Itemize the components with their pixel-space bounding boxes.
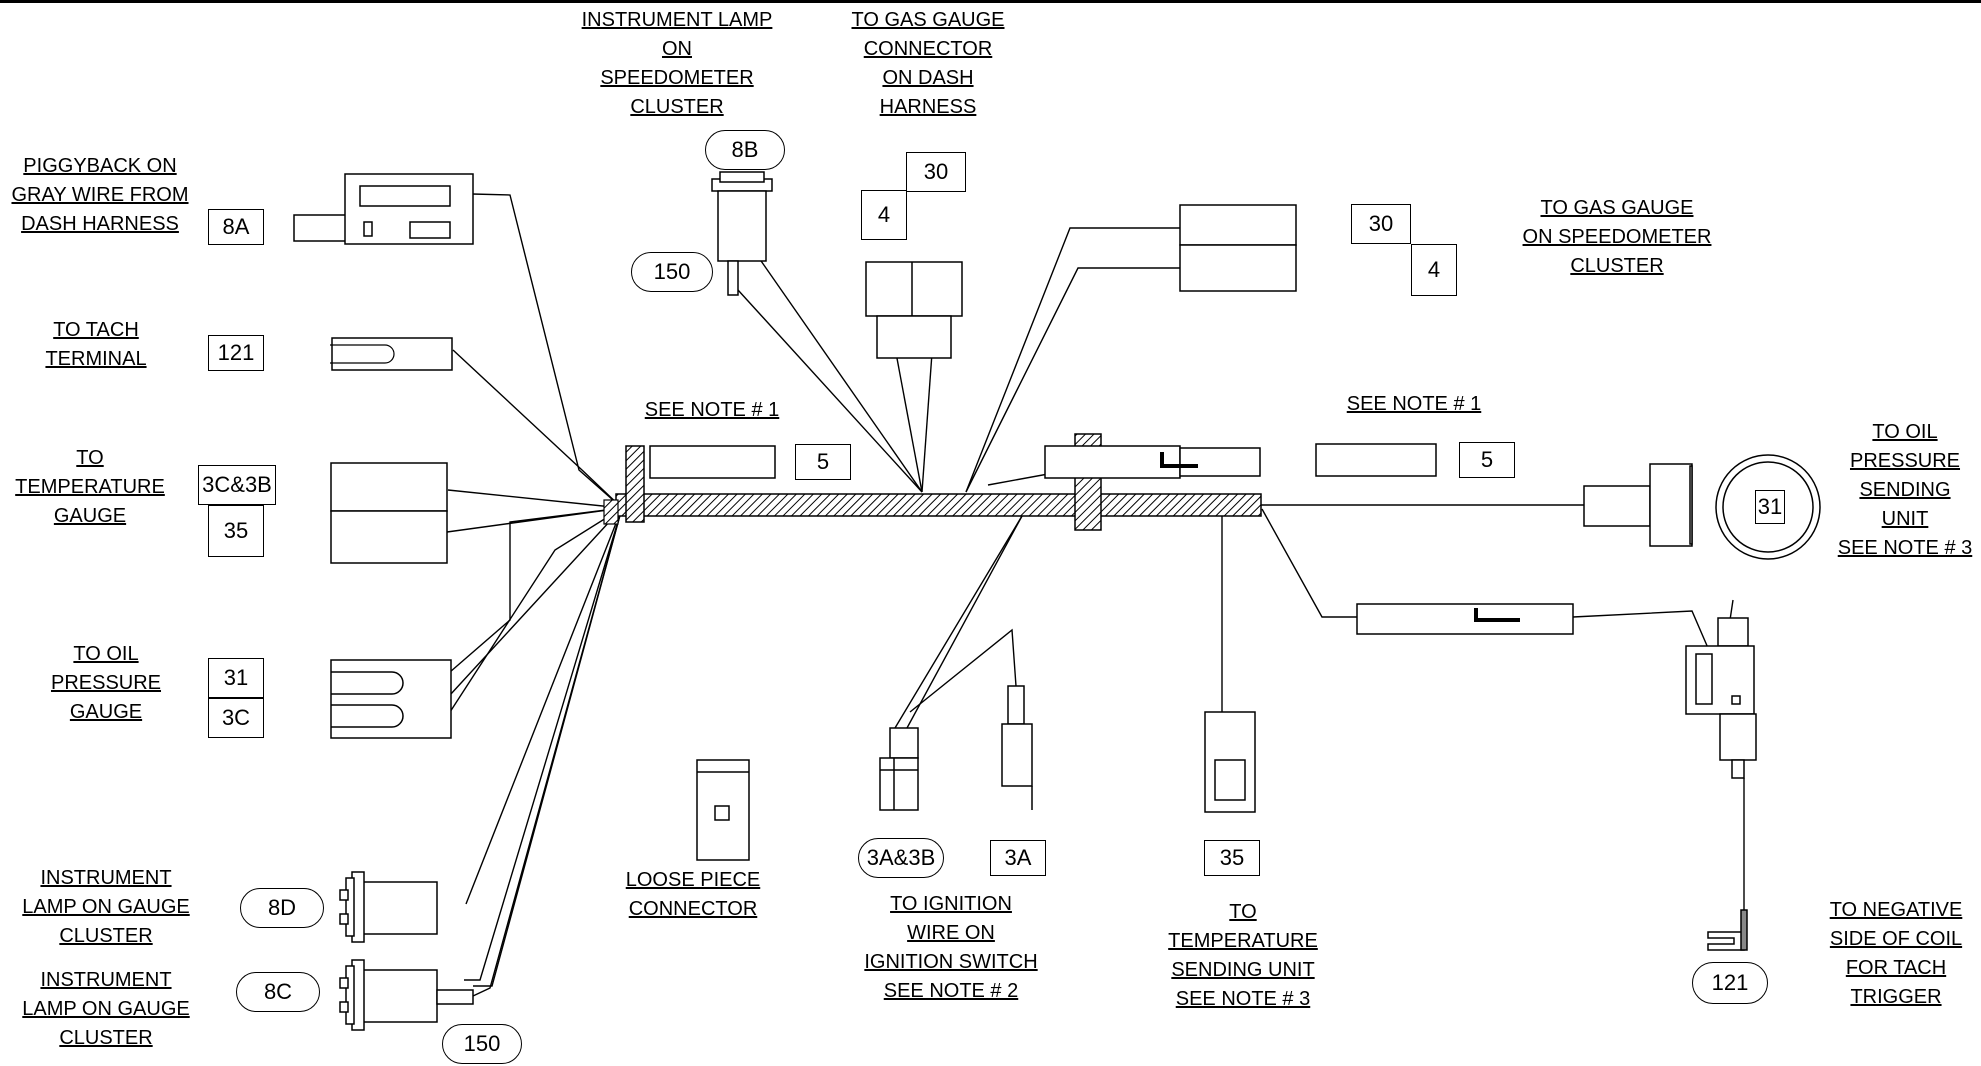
wire-tach — [452, 349, 623, 509]
wire-temp-gauge-1 — [447, 489, 623, 509]
wire-gas-speedo-2 — [965, 267, 1180, 493]
tag-31-right: 31 — [1755, 490, 1785, 524]
wire-speedo-lamp-1 — [758, 257, 923, 493]
wire-lamp-8c-2 — [473, 507, 623, 987]
tag-150-top: 150 — [631, 252, 713, 292]
main-harness — [615, 493, 1262, 517]
tag-5-right: 5 — [1459, 442, 1515, 478]
harness-clip-left — [625, 445, 645, 523]
wire-gas-connector-2 — [921, 352, 933, 493]
lamp-socket-8d — [339, 871, 438, 943]
tag-3a: 3A — [990, 840, 1046, 876]
tag-8a: 8A — [208, 209, 264, 245]
oil-sending-unit — [1583, 454, 1821, 560]
label-gas-gauge-connector: TO GAS GAUGE CONNECTOR ON DASH HARNESS — [851, 9, 1005, 118]
inline-connector-mid — [1044, 445, 1181, 479]
harness-end-left — [603, 499, 619, 525]
tag-5-left: 5 — [795, 444, 851, 480]
speedo-lamp-socket — [711, 171, 773, 296]
tach-terminal — [331, 337, 453, 371]
wire-tach-pigtail — [1729, 599, 1734, 621]
heat-shrink-right — [1315, 443, 1437, 477]
tach-trigger-connector — [1685, 617, 1757, 951]
tag-35-left: 35 — [208, 505, 264, 557]
label-oil-sending-unit: TO OIL PRESSURE SENDING UNIT SEE NOTE # … — [1837, 421, 1973, 559]
label-instrument-lamp-gauge-1: INSTRUMENT LAMP ON GAUGE CLUSTER — [22, 867, 190, 947]
wire-ignition-2 — [906, 515, 1023, 729]
inline-connector-mid-end — [1179, 447, 1261, 477]
tag-8c: 8C — [236, 972, 320, 1012]
label-temperature-gauge: TO TEMPERATURE GAUGE — [15, 447, 165, 527]
wire-ignition-1 — [894, 515, 1023, 729]
wire-ignition-3 — [909, 628, 1017, 713]
wire-piggyback — [471, 193, 623, 509]
tag-30-left: 30 — [906, 152, 966, 192]
wire-lamp-8c-1 — [464, 507, 623, 981]
wire-gas-speedo-1 — [965, 227, 1180, 493]
lamp-socket-8c — [339, 959, 474, 1031]
gas-speedo-connector — [1179, 204, 1297, 292]
tag-30-right: 30 — [1351, 204, 1411, 244]
wire-lamp-8c-3 — [472, 507, 623, 997]
temp-gauge-connector — [330, 462, 448, 564]
gas-gauge-connector — [865, 261, 963, 359]
wire-oil-gauge-2 — [449, 507, 623, 713]
tag-150-bottom: 150 — [442, 1024, 522, 1064]
tag-3a3b: 3A&3B — [858, 838, 944, 878]
label-oil-pressure-gauge: TO OIL PRESSURE GAUGE — [50, 643, 162, 723]
label-instrument-lamp-gauge-2: INSTRUMENT LAMP ON GAUGE CLUSTER — [22, 969, 190, 1049]
tag-3c: 3C — [208, 698, 264, 738]
tag-8b: 8B — [705, 130, 785, 170]
oil-gauge-connector — [330, 659, 452, 739]
heat-shrink-left — [649, 445, 776, 479]
label-temp-sending-unit: TO TEMPERATURE SENDING UNIT SEE NOTE # 3 — [1168, 901, 1318, 1010]
label-ignition-switch: TO IGNITION WIRE ON IGNITION SWITCH SEE … — [864, 893, 1038, 1002]
loose-piece-connector — [696, 759, 750, 861]
ignition-connector — [879, 685, 1033, 811]
temp-sending-connector — [1204, 711, 1256, 813]
tag-35-bottom: 35 — [1204, 840, 1260, 876]
tag-4-left: 4 — [861, 190, 907, 240]
wire-speedo-lamp-2 — [737, 289, 923, 493]
wire-tach-trigger-2 — [1572, 610, 1709, 649]
tach-trigger-tube — [1356, 603, 1574, 635]
label-gas-gauge-speedo: TO GAS GAUGE ON SPEEDOMETER CLUSTER — [1522, 197, 1712, 277]
tag-121-left: 121 — [208, 335, 264, 371]
label-tach-terminal: TO TACH TERMINAL — [45, 319, 147, 370]
wire-temp-gauge-3 — [449, 507, 623, 673]
tag-3c3b: 3C&3B — [198, 465, 276, 505]
label-piggyback: PIGGYBACK ON GRAY WIRE FROM DASH HARNESS — [11, 155, 189, 235]
tag-31-left: 31 — [208, 658, 264, 698]
wire-oil-gauge-1 — [449, 507, 623, 696]
tag-4-right: 4 — [1411, 244, 1457, 296]
piggyback-connector — [293, 173, 474, 245]
label-negative-coil: TO NEGATIVE SIDE OF COIL FOR TACH TRIGGE… — [1829, 899, 1963, 1008]
tag-121-right: 121 — [1692, 962, 1768, 1004]
label-see-note-1-right: SEE NOTE # 1 — [1346, 393, 1482, 415]
wire-tach-trigger — [1261, 508, 1357, 618]
connector-latch-mid — [1160, 452, 1198, 468]
tag-8d: 8D — [240, 888, 324, 928]
label-instrument-lamp-speedo: INSTRUMENT LAMP ON SPEEDOMETER CLUSTER — [581, 9, 773, 118]
label-see-note-1-left: SEE NOTE # 1 — [644, 399, 780, 421]
wire-lamp-8d — [465, 507, 623, 905]
wire-gas-connector-1 — [895, 352, 923, 493]
label-loose-piece: LOOSE PIECE CONNECTOR — [625, 869, 761, 920]
